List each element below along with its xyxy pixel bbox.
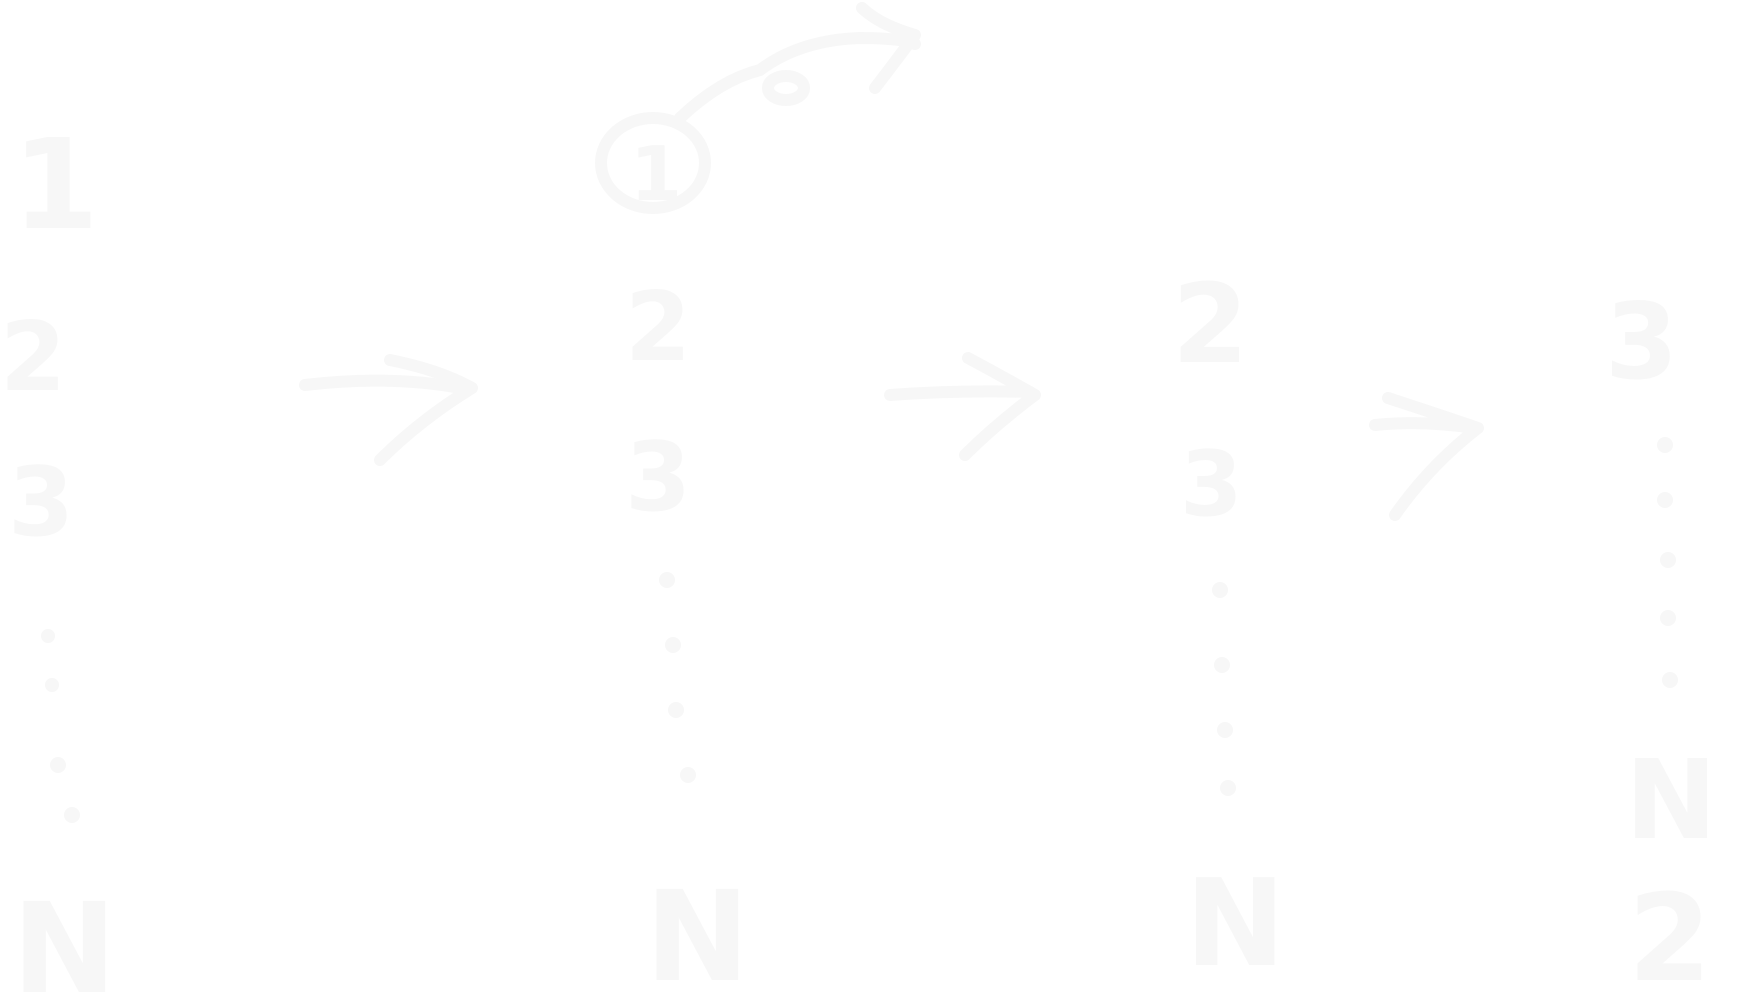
- column-3-ellipsis: [1212, 582, 1236, 796]
- column-2: 1 2 3 N: [595, 2, 921, 1004]
- column-3: 2 3 N: [1172, 260, 1285, 994]
- column-1-item-2: 2: [0, 303, 66, 413]
- column-4: 3 N 2: [1605, 281, 1717, 1004]
- column-2-item-n: N: [645, 865, 750, 999]
- column-1-item-n: N: [12, 877, 117, 999]
- arrow-3: [1369, 392, 1484, 521]
- removed-item: 1: [630, 130, 682, 218]
- column-1-ellipsis: [41, 629, 80, 823]
- column-2-item-2: 2: [625, 273, 691, 383]
- column-4-item-2: 2: [1628, 870, 1712, 999]
- column-1: 1 2 3 N: [0, 113, 117, 1004]
- arrow-2: [884, 352, 1041, 461]
- column-1-item-3: 3: [8, 448, 74, 558]
- column-3-item-n: N: [1185, 855, 1285, 994]
- column-2-item-3: 3: [625, 423, 691, 533]
- column-4-item-3: 3: [1605, 281, 1678, 403]
- column-4-item-n: N: [1625, 736, 1717, 864]
- column-1-item-1: 1: [12, 113, 99, 258]
- column-3-item-2: 2: [1172, 260, 1249, 388]
- removed-one-circle: 1: [595, 2, 921, 218]
- column-3-item-3: 3: [1180, 432, 1243, 537]
- arrow-1: [299, 354, 478, 466]
- column-2-ellipsis: [659, 572, 696, 783]
- column-4-ellipsis: [1657, 437, 1678, 688]
